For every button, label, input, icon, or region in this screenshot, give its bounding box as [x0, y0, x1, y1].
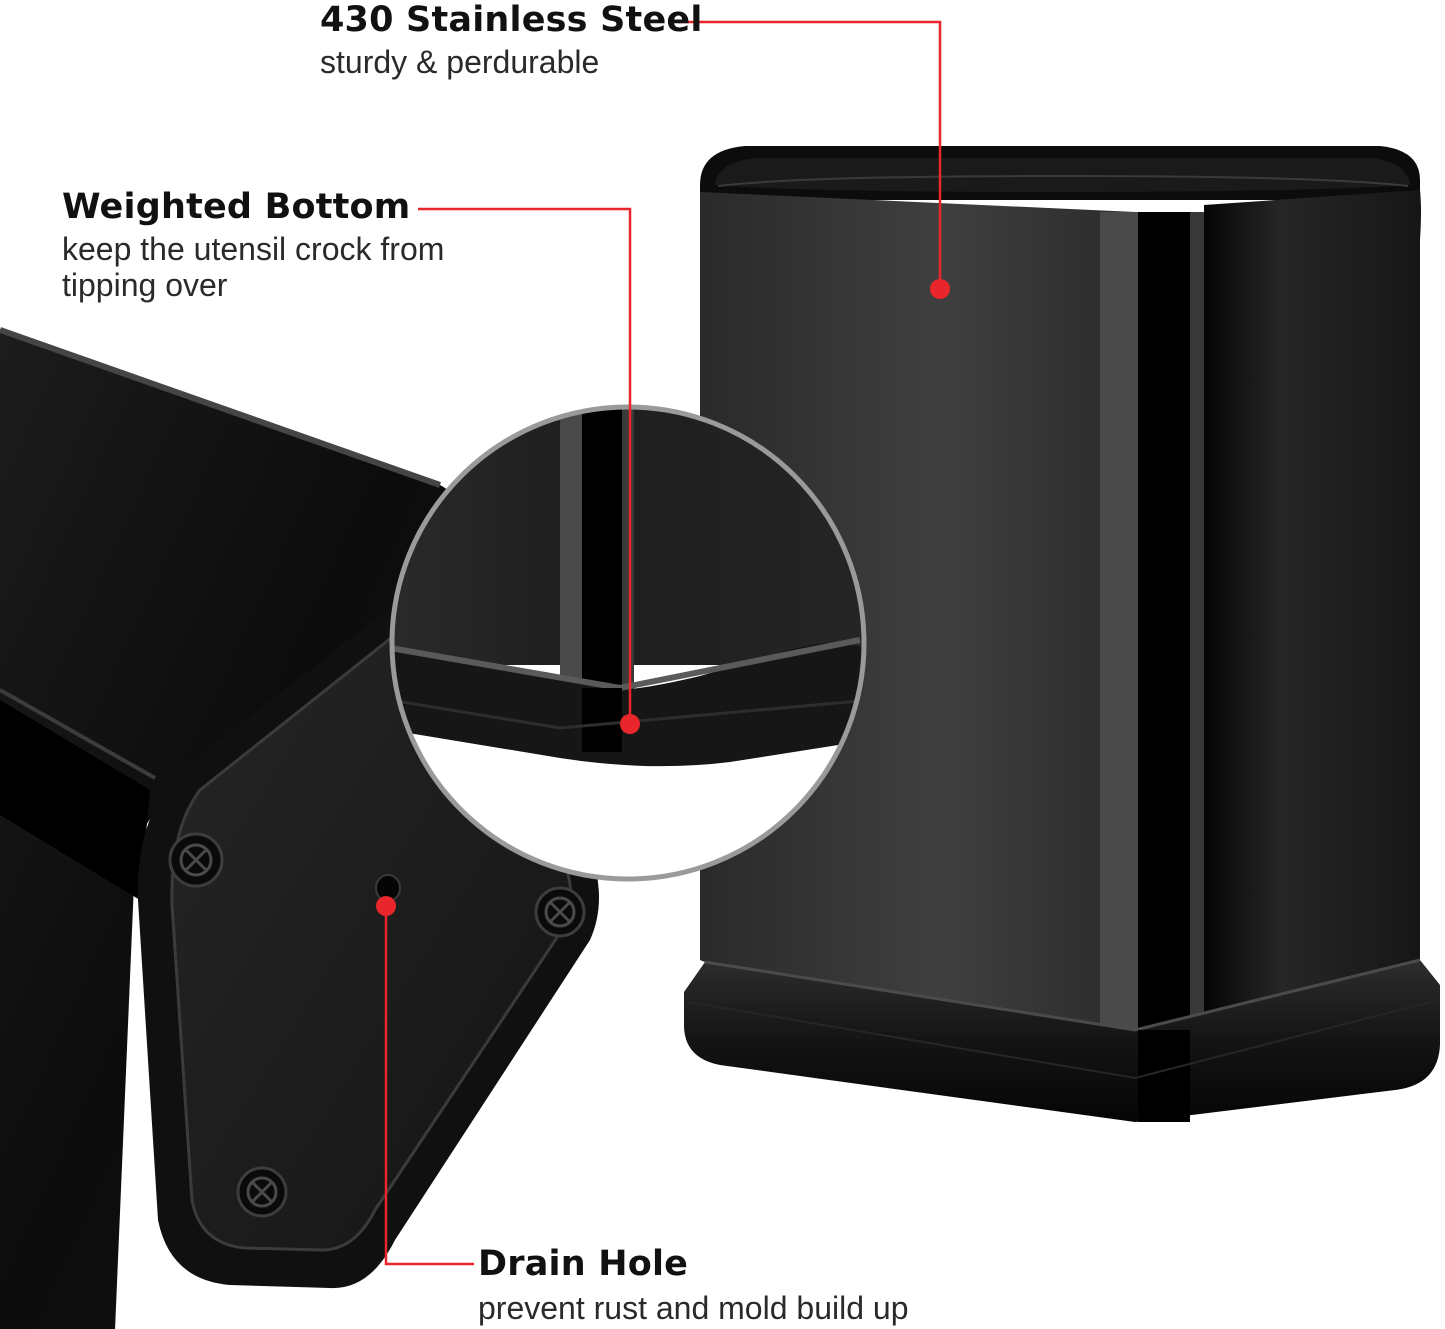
screw-icon: [236, 1166, 288, 1218]
steel-callout-title: 430 Stainless Steel: [320, 0, 703, 40]
callout-dot-icon: [930, 279, 950, 299]
steel-callout-line: [678, 20, 942, 288]
weighted-bottom-callout-description-line2: tipping over: [62, 267, 228, 303]
drain-hole-callout-description: prevent rust and mold build up: [478, 1290, 909, 1326]
standing-utensil-crock: [684, 146, 1440, 1122]
callout-dot-icon: [376, 896, 396, 916]
screw-icon: [168, 832, 224, 888]
drain-hole-callout-line: [384, 905, 474, 1266]
weighted-bottom-callout-line: [418, 207, 632, 722]
weighted-bottom-callout-description-line1: keep the utensil crock from: [62, 231, 445, 267]
screw-icon: [534, 886, 586, 938]
drain-hole-callout-title: Drain Hole: [478, 1244, 689, 1284]
steel-callout-description: sturdy & perdurable: [320, 44, 600, 80]
weighted-bottom-callout-title: Weighted Bottom: [62, 187, 411, 227]
callout-lines: [384, 20, 942, 1266]
callout-dot-icon: [620, 714, 640, 734]
